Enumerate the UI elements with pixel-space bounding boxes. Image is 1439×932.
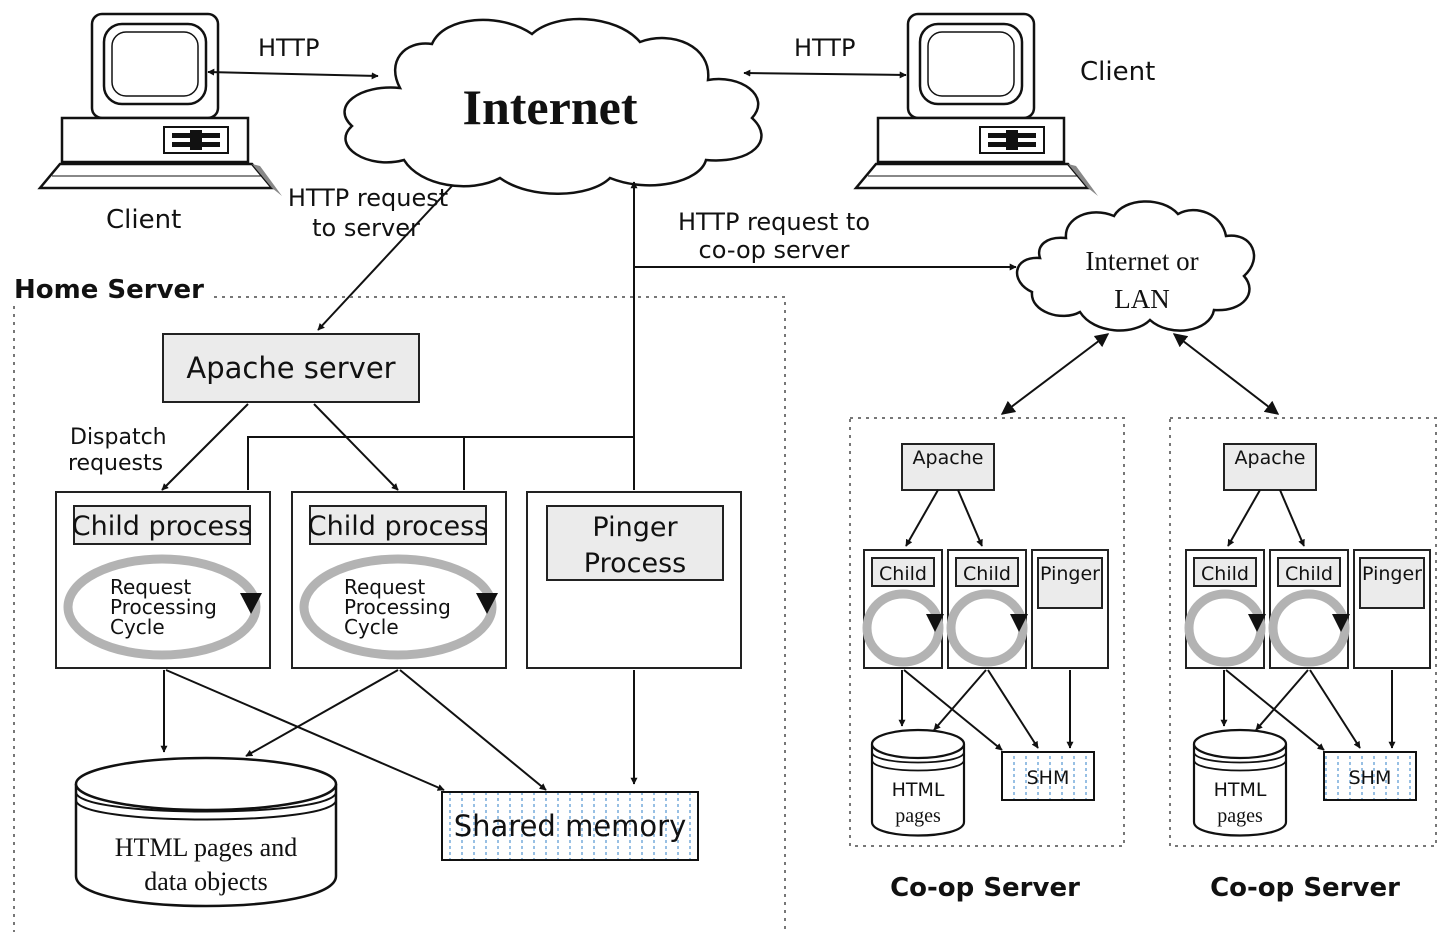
request-cycle-2-ring bbox=[299, 554, 497, 660]
request-to-server-label-line1: HTTP request bbox=[288, 184, 448, 212]
internet-label: Internet bbox=[463, 79, 638, 135]
request-cycle-1-ring bbox=[63, 554, 261, 660]
coop1-pinger-label: Pinger bbox=[1040, 563, 1100, 585]
coop1-child2-label: Child bbox=[963, 563, 1011, 585]
coop2-html-label-line2: pages bbox=[1217, 805, 1263, 827]
html-pages-label-line1: HTML pages and bbox=[115, 833, 297, 862]
coop-server-1-title: Co-op Server bbox=[890, 873, 1080, 903]
shared-memory-box: Shared memory bbox=[441, 791, 699, 861]
cycle-1-line2: Processing bbox=[110, 595, 217, 619]
cycle-1-line3: Cycle bbox=[110, 615, 165, 639]
cycle-2-line3: Cycle bbox=[344, 615, 399, 639]
client-right-computer-icon bbox=[854, 12, 1100, 198]
child2-to-shm-arrow bbox=[399, 669, 547, 791]
child-process-1: Child process Request Processing Cycle bbox=[55, 491, 271, 669]
client-left-computer-icon bbox=[38, 12, 284, 198]
http-left-label: HTTP bbox=[258, 34, 319, 62]
coop2-shm-box bbox=[1323, 751, 1417, 801]
request-to-server-arrow bbox=[317, 185, 453, 331]
request-cycle-2-arrowhead bbox=[476, 593, 498, 614]
coop-server-2: Apache Child Child Pinger HTML pages SHM bbox=[1169, 417, 1437, 847]
lan-to-coop1-arrow bbox=[1000, 333, 1110, 415]
pinger-process: Pinger Process bbox=[526, 491, 742, 669]
lan-cloud-icon bbox=[1015, 200, 1256, 332]
coop2-shm-label: SHM bbox=[1349, 767, 1392, 789]
cycle-2-line1: Request bbox=[344, 575, 425, 599]
dispatch-label-line1: Dispatch bbox=[70, 425, 167, 450]
child-process-2-label: Child process bbox=[308, 511, 488, 542]
coop1-apache-label: Apache bbox=[913, 447, 984, 469]
http-right-arrow bbox=[743, 69, 907, 79]
request-to-server-label-line2: to server bbox=[312, 214, 420, 242]
apache-server-box: Apache server bbox=[162, 333, 420, 403]
coop2-pinger-label: Pinger bbox=[1362, 563, 1422, 585]
child2-to-html-arrow bbox=[245, 669, 399, 757]
pinger-process-label-line2: Process bbox=[584, 548, 686, 579]
http-right-label: HTTP bbox=[794, 34, 855, 62]
client-right-label: Client bbox=[1080, 57, 1155, 87]
request-to-coop-label-line2: co-op server bbox=[699, 236, 850, 264]
coop1-html-label-line1: HTML bbox=[892, 779, 945, 801]
coop1-database-icon bbox=[870, 728, 966, 837]
html-pages-database-icon bbox=[74, 756, 338, 908]
coop2-apache-label: Apache bbox=[1235, 447, 1306, 469]
request-to-coop-label-line1: HTTP request to bbox=[678, 208, 870, 236]
coop2-child1-label: Child bbox=[1201, 563, 1249, 585]
html-pages-label-line2: data objects bbox=[144, 867, 267, 896]
coop1-shm-box bbox=[1001, 751, 1095, 801]
dispatch-label-line2: requests bbox=[68, 451, 163, 476]
coop2-html-label-line1: HTML bbox=[1214, 779, 1267, 801]
lan-to-coop2-arrow bbox=[1172, 333, 1280, 415]
pinger-process-label-line1: Pinger bbox=[592, 512, 678, 543]
request-cycle-1-arrowhead bbox=[240, 593, 262, 614]
cycle-2-line2: Processing bbox=[344, 595, 451, 619]
coop-server-1: Apache Child Child Pinger HTML pages SHM bbox=[849, 417, 1125, 847]
http-left-arrow bbox=[207, 68, 379, 80]
shared-memory-label: Shared memory bbox=[454, 809, 686, 843]
child-process-1-label: Child process bbox=[72, 511, 252, 542]
coop1-child1-label: Child bbox=[879, 563, 927, 585]
coop2-database-icon bbox=[1192, 728, 1288, 837]
child-to-internet-bus bbox=[247, 436, 634, 490]
dispatch-arrow-child-2 bbox=[313, 403, 399, 491]
home-server-title: Home Server bbox=[14, 275, 204, 305]
client-left-label: Client bbox=[106, 205, 181, 235]
coop1-html-label-line2: pages bbox=[895, 805, 941, 827]
dispatch-arrow-child-1 bbox=[161, 403, 249, 491]
cycle-1-line1: Request bbox=[110, 575, 191, 599]
child-process-2: Child process Request Processing Cycle bbox=[291, 491, 507, 669]
lan-label-line2: LAN bbox=[1114, 284, 1170, 314]
lan-label-line1: Internet or bbox=[1085, 246, 1198, 276]
coop-server-2-title: Co-op Server bbox=[1210, 873, 1400, 903]
apache-server-label: Apache server bbox=[186, 351, 395, 385]
child1-to-shm-arrow bbox=[165, 669, 445, 791]
home-server-boundary bbox=[13, 296, 786, 932]
coop2-child2-label: Child bbox=[1285, 563, 1333, 585]
coop1-shm-label: SHM bbox=[1027, 767, 1070, 789]
internet-cloud-icon bbox=[343, 17, 763, 195]
